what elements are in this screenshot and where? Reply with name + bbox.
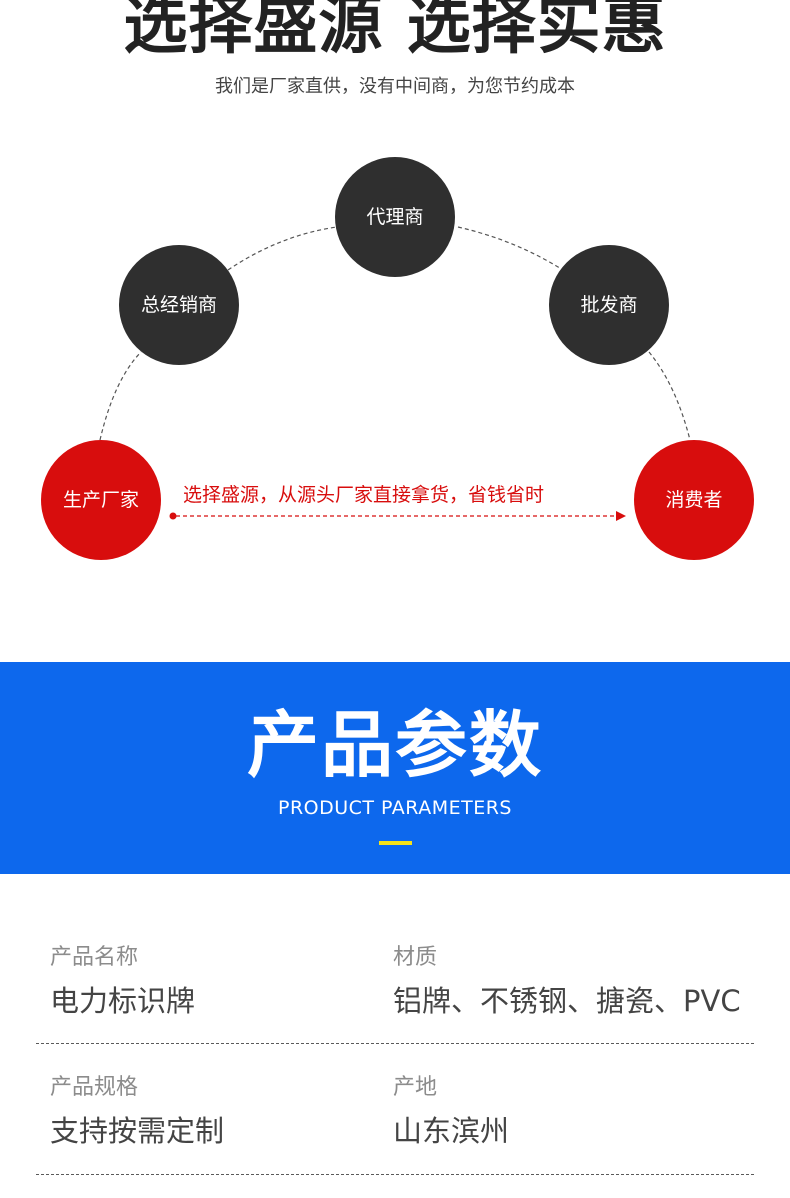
supply-chain-connectors	[99, 226, 691, 521]
direct-route-start-dot	[169, 512, 177, 520]
arc-manufacturer-to-distributor	[99, 351, 142, 441]
param-label-product-name: 产品名称	[50, 945, 139, 970]
param-row-divider	[36, 1174, 754, 1175]
direct-route-text: 选择盛源，从源头厂家直接拿货，省钱省时	[183, 484, 545, 506]
params-banner-accent-bar	[379, 841, 412, 845]
params-banner: 产品参数 PRODUCT PARAMETERS	[0, 662, 790, 874]
params-banner-subtitle: PRODUCT PARAMETERS	[277, 797, 512, 819]
node-manufacturer-label: 生产厂家	[62, 489, 139, 511]
hero-subtitle: 我们是厂家直供，没有中间商，为您节约成本	[215, 76, 575, 97]
param-label-origin: 产地	[393, 1075, 438, 1100]
node-consumer: 消费者	[634, 440, 754, 560]
param-label-specification: 产品规格	[50, 1075, 139, 1100]
param-value-origin: 山东滨州	[393, 1114, 510, 1148]
node-agent-label: 代理商	[366, 206, 424, 228]
arc-distributor-to-agent	[227, 226, 338, 271]
node-wholesaler: 批发商	[549, 245, 669, 365]
node-wholesaler-label: 批发商	[580, 294, 638, 316]
param-value-product-name: 电力标识牌	[50, 984, 196, 1018]
params-banner-title: 产品参数	[246, 703, 543, 787]
direct-route-arrowhead	[616, 511, 626, 521]
node-general-distributor: 总经销商	[119, 245, 239, 365]
param-value-specification: 支持按需定制	[50, 1114, 225, 1148]
arc-agent-to-wholesaler	[457, 226, 564, 271]
node-consumer-label: 消费者	[665, 489, 723, 511]
node-manufacturer: 生产厂家	[41, 440, 161, 560]
arc-wholesaler-to-consumer	[648, 351, 691, 441]
param-label-material: 材质	[393, 945, 438, 970]
hero-title: 选择盛源 选择实惠	[123, 0, 667, 63]
node-agent: 代理商	[335, 157, 455, 277]
param-row-divider	[36, 1043, 754, 1044]
param-value-material: 铝牌、不锈钢、搪瓷、PVC	[393, 984, 741, 1018]
node-general-distributor-label: 总经销商	[140, 294, 217, 316]
